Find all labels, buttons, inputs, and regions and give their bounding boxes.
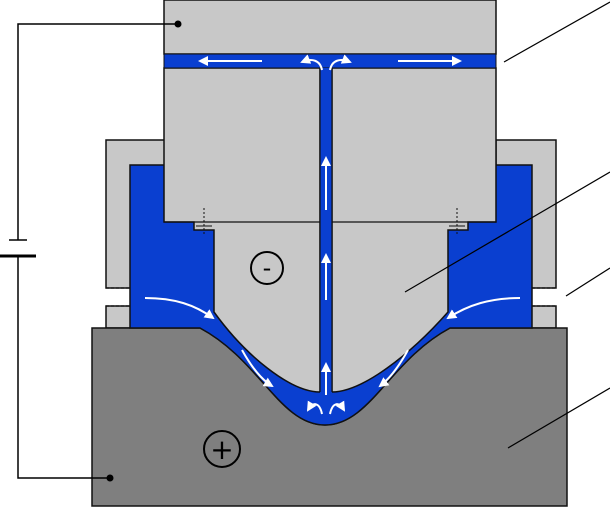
- flow-arrow-icon: [144, 297, 215, 320]
- flow-arrow-icon: [306, 400, 323, 415]
- feed-channel-vertical: [320, 68, 332, 398]
- wire-to-cathode: [17, 23, 178, 240]
- flow-arrow-icon: [378, 349, 409, 388]
- flow-arrows: [144, 54, 521, 415]
- cathode-sign: -: [263, 254, 272, 282]
- leader-lines: [404, 1, 610, 449]
- flow-arrow-icon: [241, 349, 274, 388]
- battery-symbol-icon: [0, 239, 36, 258]
- leader-line-feed-channel: [503, 1, 610, 63]
- terminal-dot-icon: [106, 474, 114, 482]
- anode-sign: +: [210, 433, 233, 466]
- leader-line-workpiece: [507, 387, 610, 449]
- leader-line-tool: [404, 171, 610, 293]
- leader-line-gap: [565, 267, 610, 297]
- tool-electrode-right: [331, 67, 497, 393]
- flow-arrow-icon: [329, 54, 352, 71]
- wire-to-anode: [17, 256, 110, 479]
- flow-arrow-icon: [300, 54, 323, 71]
- flow-arrow-icon: [329, 400, 346, 415]
- circuit: [17, 23, 178, 479]
- cathode-sign-circle: [250, 251, 284, 285]
- tool-holder-top-block: [163, 0, 497, 55]
- anode-sign-circle: [203, 430, 241, 468]
- flow-arrow-icon: [446, 297, 521, 320]
- terminal-dot-icon: [174, 20, 182, 28]
